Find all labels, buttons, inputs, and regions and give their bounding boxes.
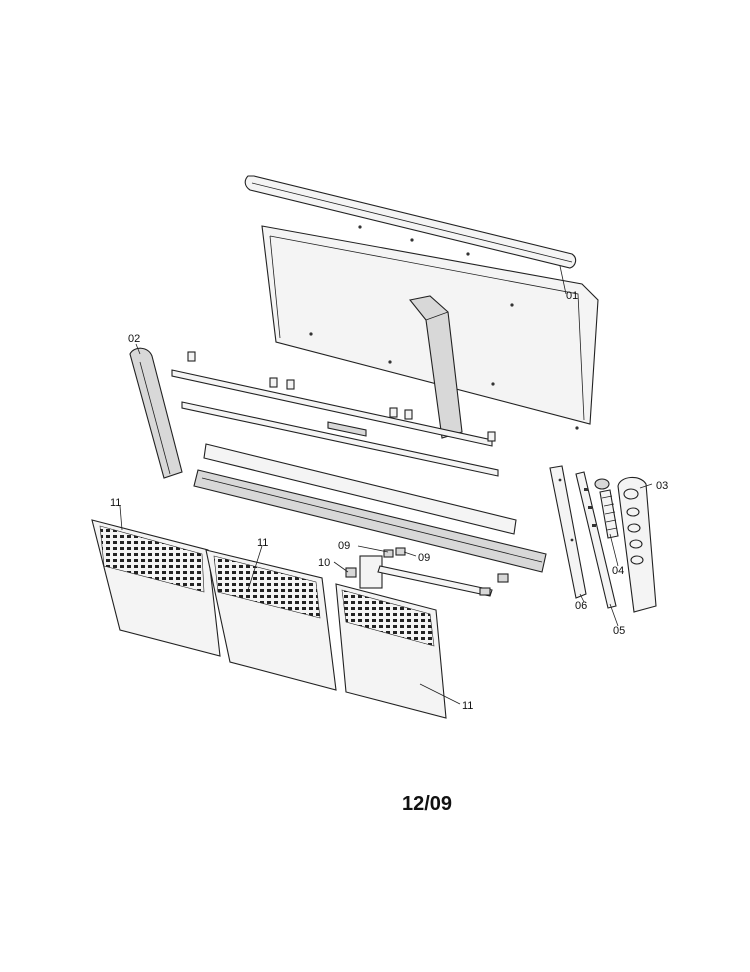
- part-05-control-rod: [575, 471, 617, 609]
- callout-10: 10: [318, 557, 330, 569]
- callout-04: 04: [612, 565, 624, 577]
- part-02-left-end-post: [129, 347, 183, 479]
- upper-mounting-rails: [171, 351, 499, 477]
- callout-01: 01: [566, 290, 578, 302]
- center-support-post: [409, 295, 463, 439]
- callout-06: 06: [575, 600, 587, 612]
- part-03-right-end-post: [617, 476, 657, 613]
- heater-trough: [193, 443, 547, 573]
- part-04-spring-assembly: [594, 478, 619, 539]
- part-06-right-bracket: [549, 465, 587, 599]
- part-09-clips: [383, 547, 406, 558]
- callout-02: 02: [128, 333, 140, 345]
- callout-11-right: 11: [462, 700, 473, 712]
- part-11-left-grille-panel: [91, 519, 221, 657]
- part-01-top-rail: [244, 175, 577, 269]
- part-11-center-grille-panel: [205, 549, 337, 691]
- callout-09-left: 09: [338, 540, 350, 552]
- callout-leaders: [119, 265, 653, 705]
- part-10-switch: [345, 555, 509, 597]
- part-11-right-grille-panel: [335, 583, 447, 719]
- callout-11-center: 11: [257, 537, 268, 549]
- callout-11-left: 11: [110, 497, 121, 509]
- date-code: 12/09: [402, 793, 452, 815]
- callout-05: 05: [613, 625, 625, 637]
- callout-03: 03: [656, 480, 668, 492]
- callout-09-right: 09: [418, 552, 430, 564]
